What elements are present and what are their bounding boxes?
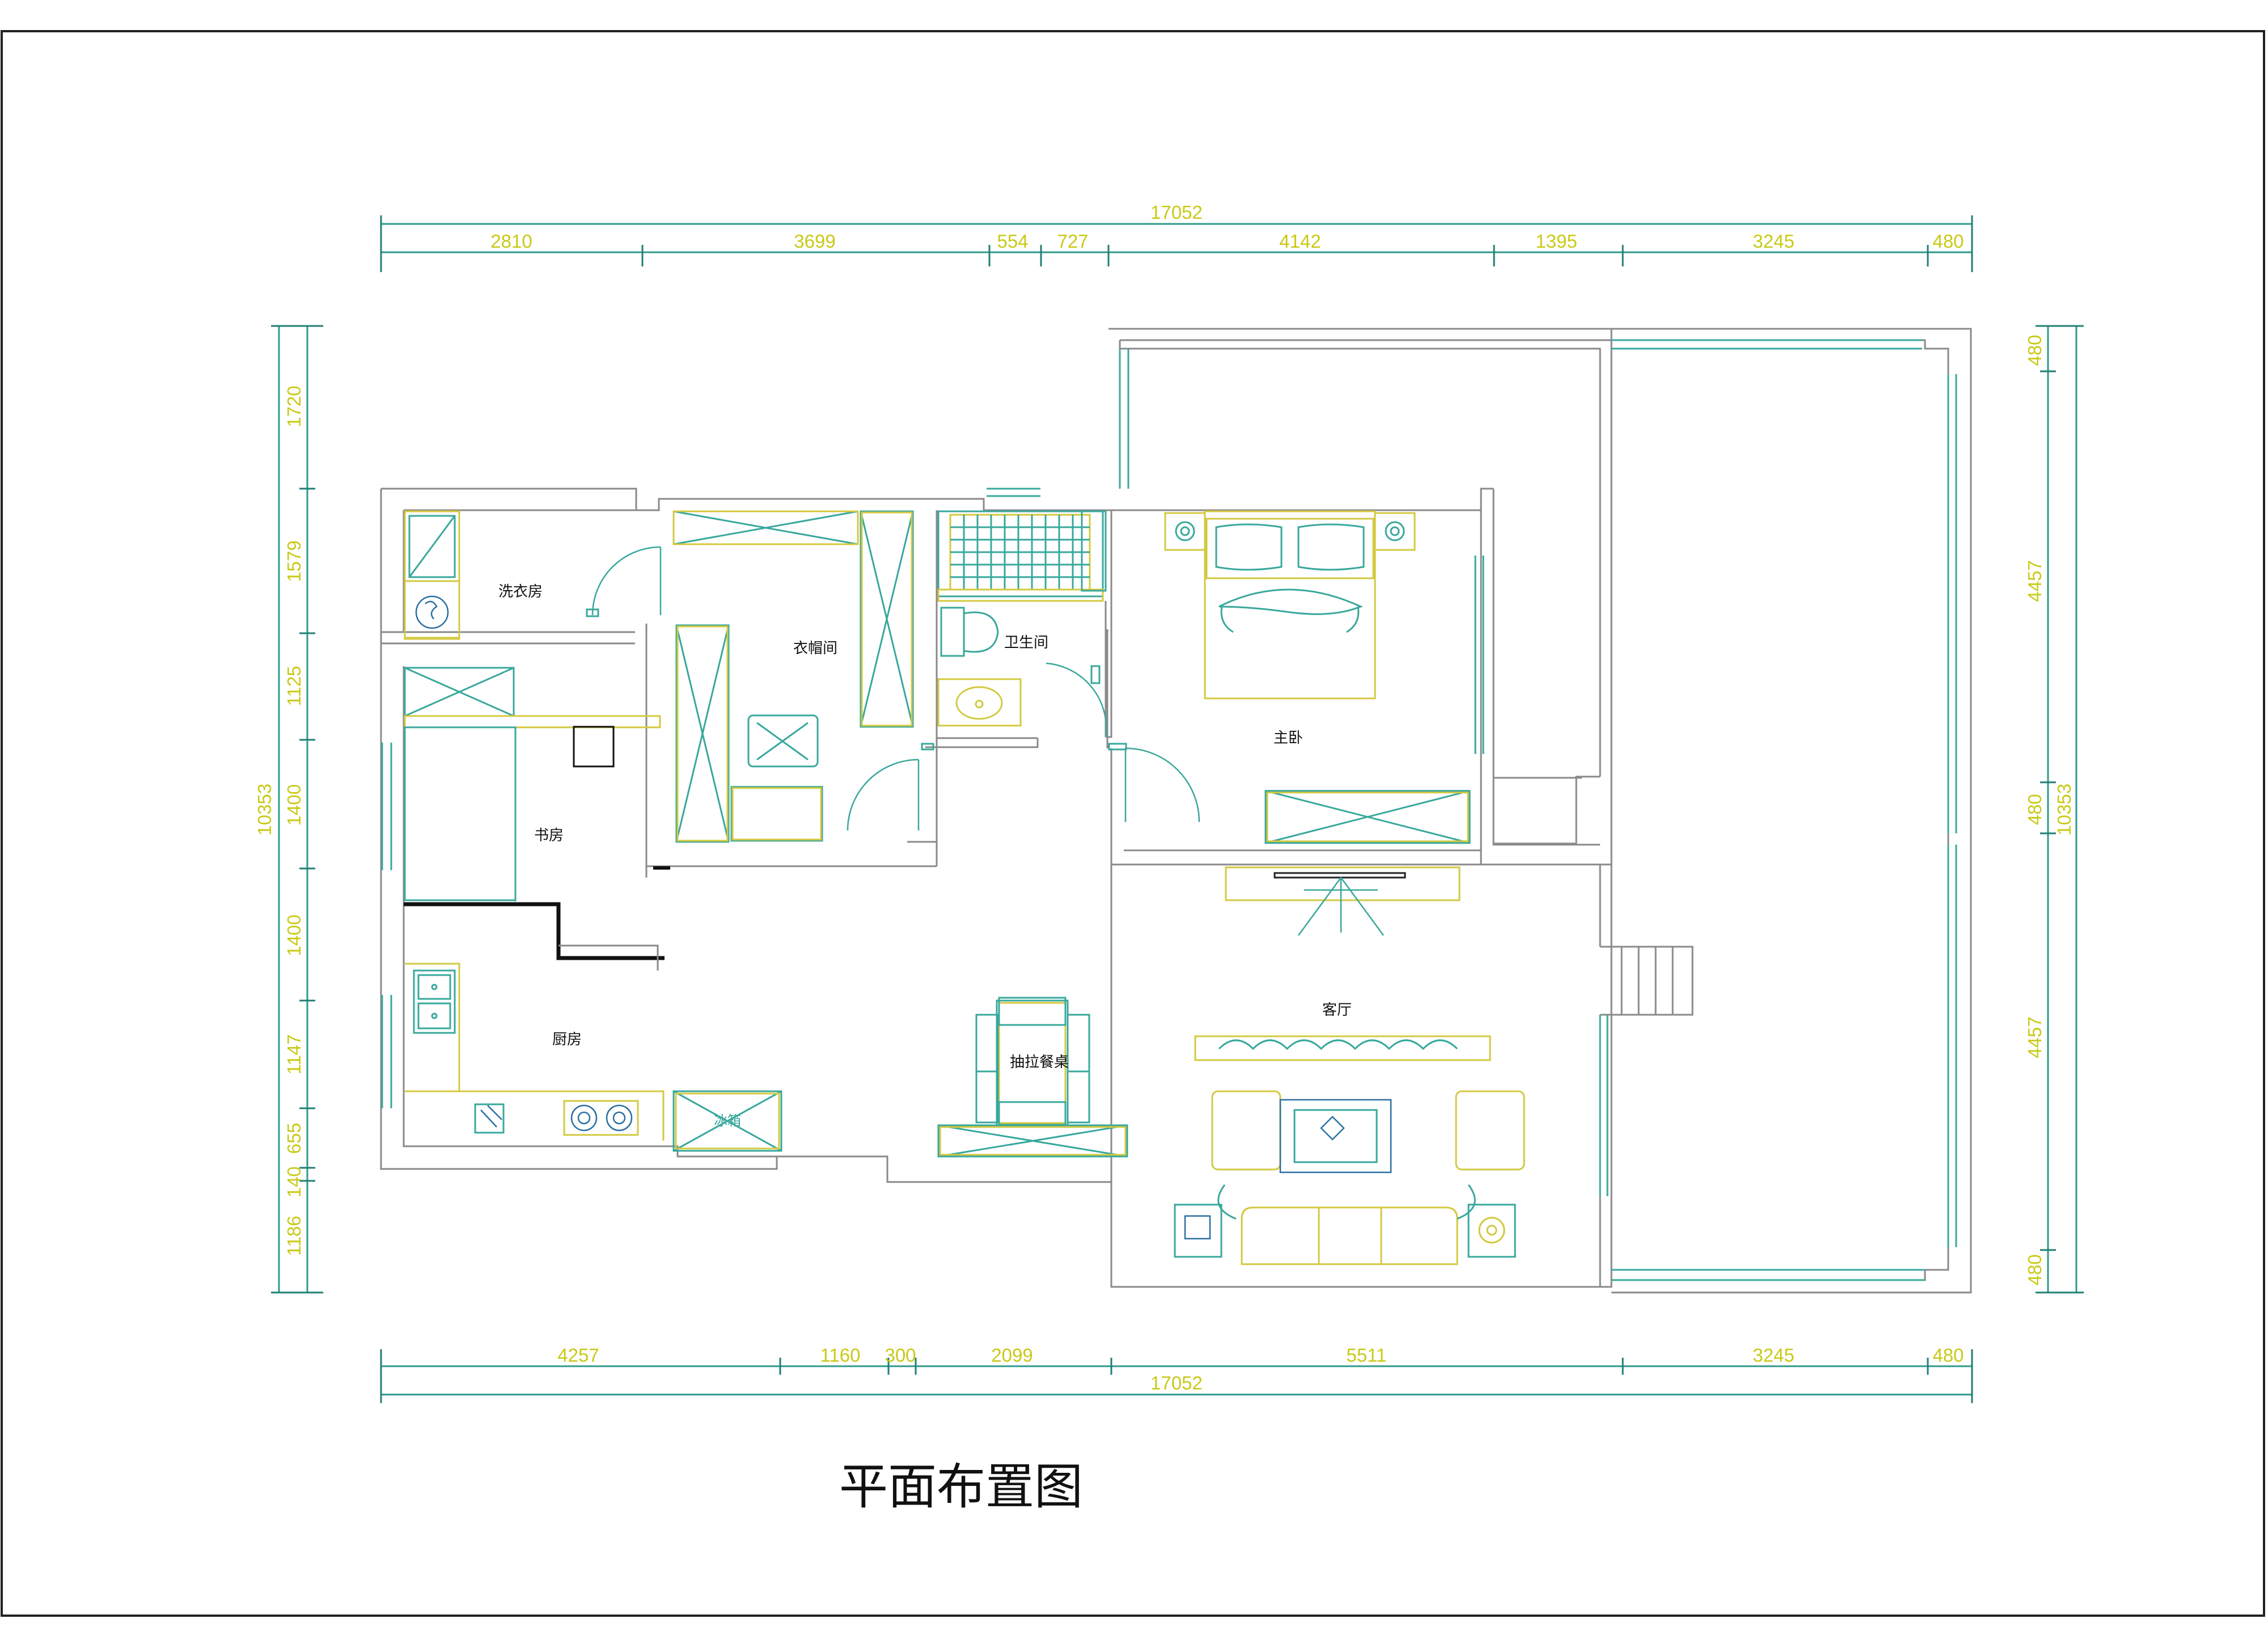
room-labels: 洗衣房 衣帽间 卫生间 主卧 书房 厨房 抽拉餐桌 客厅 冰箱 — [498, 583, 1352, 1129]
dim-left-seg: 1579 — [284, 540, 304, 582]
room-label-closet: 衣帽间 — [793, 640, 837, 657]
dim-left-seg: 1125 — [284, 666, 304, 706]
dim-left-total: 10353 — [254, 783, 275, 836]
dim-bottom-seg: 4257 — [557, 1345, 599, 1366]
dim-right-seg: 480 — [2024, 794, 2045, 825]
doors — [586, 546, 1200, 870]
dim-top-seg: 4142 — [1279, 231, 1321, 252]
dim-bottom-total: 17052 — [1150, 1372, 1203, 1393]
sheet-border — [1, 30, 2265, 1617]
dim-bottom-seg: 5511 — [1347, 1345, 1387, 1366]
dim-left-seg: 1186 — [284, 1216, 304, 1256]
dim-right-seg: 4457 — [2024, 560, 2045, 601]
right-dimensions: 480 4457 480 4457 480 10353 — [2024, 325, 2084, 1294]
dim-top-seg: 1395 — [1535, 231, 1577, 252]
top-dimensions: 17052 2810 3699 554 727 4142 1395 3245 4… — [380, 202, 1973, 272]
room-label-laundry: 洗衣房 — [498, 583, 543, 600]
dim-right-total: 10353 — [2054, 783, 2075, 836]
room-label-living: 客厅 — [1322, 1002, 1352, 1019]
dim-bottom-seg: 1160 — [820, 1345, 861, 1366]
drawing-title: 平面布置图 — [839, 1459, 1083, 1515]
dim-left-seg: 1147 — [284, 1035, 304, 1075]
bottom-dimensions: 4257 1160 300 2099 5511 3245 480 17052 — [380, 1345, 1973, 1403]
dim-right-seg: 4457 — [2024, 1016, 2045, 1058]
dim-bottom-seg: 480 — [1932, 1345, 1964, 1366]
dim-top-seg: 480 — [1932, 231, 1964, 252]
dim-top-seg: 3245 — [1753, 231, 1794, 252]
dim-left-seg: 140 — [284, 1166, 304, 1197]
dim-bottom-seg: 300 — [885, 1345, 916, 1366]
room-label-master-bedroom: 主卧 — [1273, 730, 1303, 747]
dim-top-seg: 3699 — [794, 231, 835, 252]
fridge-label: 冰箱 — [714, 1113, 741, 1129]
dim-right-seg: 480 — [2024, 334, 2045, 366]
dim-bottom-seg: 3245 — [1753, 1345, 1794, 1366]
dim-left-seg: 1400 — [284, 914, 304, 956]
dim-top-seg: 554 — [997, 231, 1028, 252]
walls — [380, 328, 1972, 1294]
dim-left-seg: 1400 — [284, 784, 304, 825]
room-label-kitchen: 厨房 — [552, 1031, 582, 1048]
furniture — [404, 510, 1525, 1265]
room-label-study: 书房 — [534, 827, 564, 844]
dim-top-total: 17052 — [1150, 202, 1203, 223]
dim-left-seg: 655 — [284, 1122, 304, 1154]
dim-left-seg: 1720 — [284, 385, 304, 427]
room-label-bathroom: 卫生间 — [1004, 634, 1048, 651]
dim-top-seg: 2810 — [490, 231, 532, 252]
dim-top-seg: 727 — [1057, 231, 1088, 252]
dim-right-seg: 480 — [2024, 1254, 2045, 1285]
dim-bottom-seg: 2099 — [991, 1345, 1033, 1366]
room-label-dining: 抽拉餐桌 — [1010, 1054, 1069, 1071]
left-dimensions: 10353 1720 1579 1125 1400 1400 1147 655 … — [254, 325, 323, 1294]
